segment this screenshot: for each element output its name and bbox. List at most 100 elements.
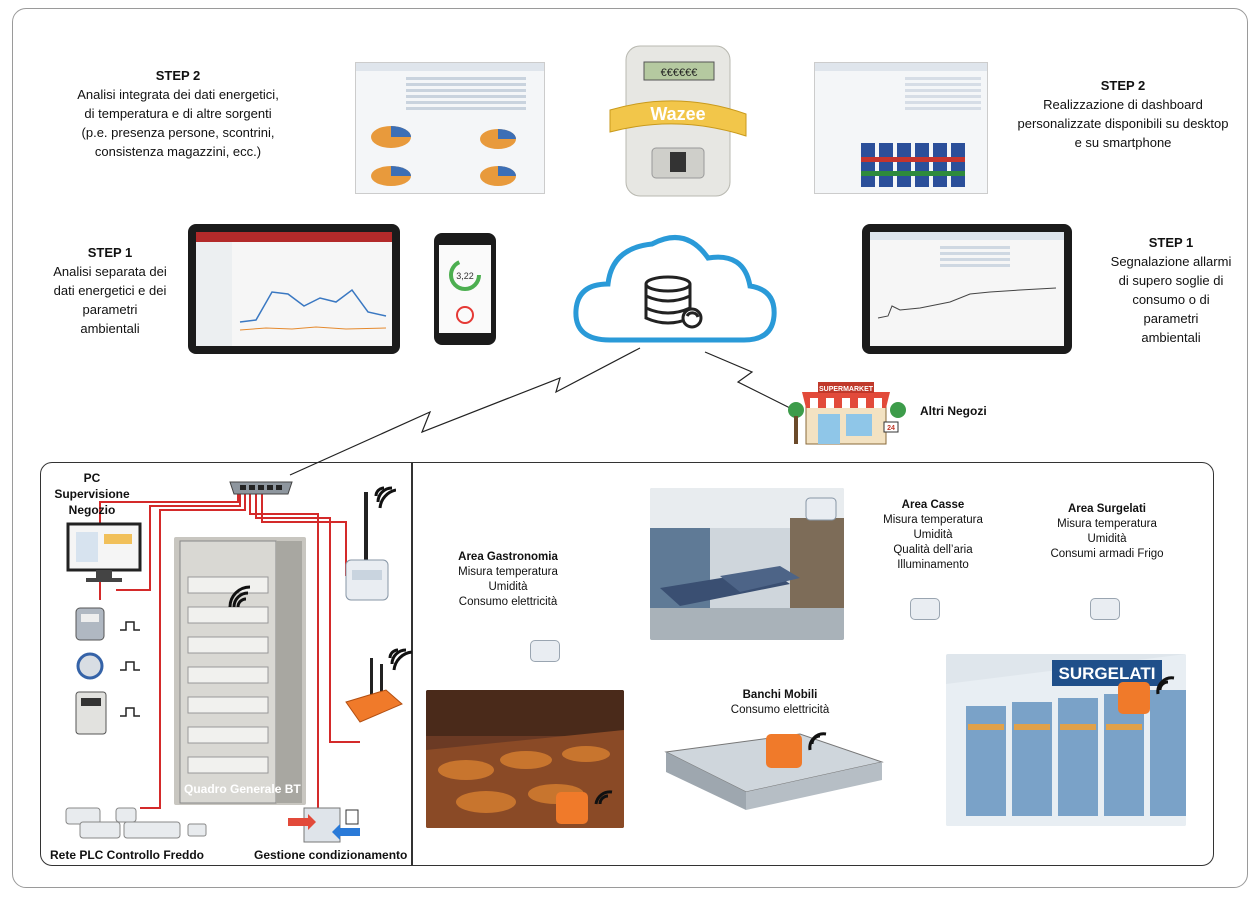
surgelati-wifi-icon bbox=[1156, 676, 1175, 695]
step1-left-title: STEP 1 bbox=[87, 245, 133, 260]
dashboard-tiles bbox=[861, 143, 965, 187]
casse-photo bbox=[650, 488, 844, 640]
area-line: Misura temperatura bbox=[883, 514, 983, 526]
step2-left-title: STEP 2 bbox=[155, 68, 201, 83]
plc-devices bbox=[62, 802, 222, 842]
water-meter-icon bbox=[76, 652, 104, 680]
area-line: Consumo elettricità bbox=[458, 596, 558, 608]
smartphone: 3,22 bbox=[434, 233, 496, 345]
step2-right-line: personalizzate disponibili su desktop bbox=[1017, 116, 1229, 131]
step2-right-line: e su smartphone bbox=[1074, 135, 1172, 150]
rete-plc-label: Rete PLC Controllo Freddo bbox=[50, 848, 204, 862]
gateway-wifi-icon bbox=[388, 648, 413, 671]
quadro-label: Quadro Generale BT bbox=[184, 782, 301, 796]
step2-left-line: di temperatura e di altre sorgenti bbox=[84, 106, 272, 121]
pc-label-line: PC bbox=[83, 471, 101, 485]
step2-left-line: consistenza magazzini, ecc.) bbox=[94, 144, 262, 159]
outer-frame bbox=[12, 8, 1248, 888]
monitor-right-screen bbox=[870, 232, 1064, 346]
electric-meter-icon bbox=[75, 691, 107, 735]
network-switch bbox=[226, 476, 296, 496]
store-to-cloud-link bbox=[289, 347, 641, 476]
tablet-left bbox=[188, 224, 400, 354]
area-line: Qualità dell’aria bbox=[893, 544, 973, 556]
pc-label-line: Negozio bbox=[68, 503, 116, 517]
step2-left-text: STEP 2 Analisi integrata dei dati energe… bbox=[28, 66, 328, 161]
area-casse-text: Area Casse Misura temperatura Umidità Qu… bbox=[866, 498, 1000, 573]
area-line: Illuminamento bbox=[897, 559, 969, 571]
pc-supervision-label: PC Supervisione Negozio bbox=[52, 470, 132, 518]
gas-meter-icon bbox=[75, 607, 105, 641]
cabinet-wifi-icon bbox=[228, 585, 251, 608]
step2-left-line: Analisi integrata dei dati energetici, bbox=[77, 87, 279, 102]
meter-brand: Wazee bbox=[650, 104, 705, 124]
step1-right-line: ambientali bbox=[1141, 330, 1201, 345]
step2-right-line: Realizzazione di dashboard bbox=[1043, 97, 1203, 112]
tablet-left-screen bbox=[196, 232, 392, 346]
supermarket-icon: SUPERMARKET 24 bbox=[788, 378, 908, 448]
smart-meter-image: €€€€€€ Wazee bbox=[604, 40, 752, 198]
area-surgelati-title: Area Surgelati bbox=[1068, 503, 1146, 515]
surgelati-sign: SURGELATI bbox=[1059, 664, 1156, 683]
step2-left-line: (p.e. presenza persone, scontrini, bbox=[81, 125, 275, 140]
smartphone-screen: 3,22 bbox=[439, 245, 491, 333]
casse-sensor bbox=[910, 598, 940, 620]
hvac-unit-icon bbox=[286, 804, 362, 846]
monitor-right bbox=[862, 224, 1072, 354]
surgelati-photo: SURGELATI bbox=[946, 654, 1186, 826]
other-shops-label: Altri Negozi bbox=[920, 404, 987, 418]
step1-left-line: ambientali bbox=[80, 321, 140, 336]
database-icon bbox=[644, 275, 703, 329]
pc-label-line: Supervisione bbox=[54, 487, 130, 501]
step1-right-title: STEP 1 bbox=[1148, 235, 1194, 250]
pc-monitor bbox=[66, 522, 142, 584]
step1-right-text: STEP 1 Segnalazione allarmi di supero so… bbox=[1098, 233, 1244, 347]
step1-right-line: parametri bbox=[1143, 311, 1199, 326]
step1-right-line: di supero soglie di bbox=[1118, 273, 1224, 288]
area-line: Umidità bbox=[488, 581, 528, 593]
pulse-meters bbox=[70, 604, 150, 738]
step1-right-line: Segnalazione allarmi bbox=[1110, 254, 1232, 269]
step2-right-text: STEP 2 Realizzazione di dashboard person… bbox=[1010, 76, 1236, 152]
dashboard-screenshot bbox=[814, 62, 988, 194]
area-line: Consumo elettricità bbox=[730, 704, 830, 716]
banchi-mobili-text: Banchi Mobili Consumo elettricità bbox=[700, 688, 860, 718]
gastronomia-photo bbox=[426, 690, 624, 828]
datalogger-wifi-icon bbox=[374, 486, 397, 509]
orange-gateway bbox=[340, 638, 414, 728]
cloud-to-shops-link bbox=[704, 351, 791, 409]
step1-left-line: Analisi separata dei bbox=[53, 264, 167, 279]
electrical-cabinet-photo bbox=[174, 537, 306, 805]
surgelati-sensor bbox=[1090, 598, 1120, 620]
area-line: Umidità bbox=[913, 529, 953, 541]
supermarket-badge: 24 bbox=[887, 425, 895, 432]
phone-gauge-value: 3,22 bbox=[456, 271, 474, 281]
area-surgelati-text: Area Surgelati Misura temperatura Umidit… bbox=[1032, 502, 1182, 562]
area-gastronomia-title: Area Gastronomia bbox=[458, 551, 558, 563]
banchi-mobili-title: Banchi Mobili bbox=[742, 689, 818, 701]
step1-right-line: consumo o di bbox=[1132, 292, 1210, 307]
gastronomia-wifi-icon bbox=[594, 790, 613, 805]
pulse-icons bbox=[120, 621, 140, 717]
step1-left-text: STEP 1 Analisi separata dei dati energet… bbox=[40, 243, 180, 338]
store-divider bbox=[411, 463, 413, 865]
cloud-database bbox=[568, 222, 782, 350]
area-gastronomia-text: Area Gastronomia Misura temperatura Umid… bbox=[430, 550, 586, 610]
pie-charts bbox=[371, 126, 516, 186]
store-frame bbox=[40, 462, 1214, 866]
area-line: Consumi armadi Frigo bbox=[1050, 548, 1164, 560]
banchi-wifi-icon bbox=[808, 732, 827, 751]
banchi-mobili-photo bbox=[660, 722, 886, 812]
area-line: Misura temperatura bbox=[1057, 518, 1157, 530]
step2-right-title: STEP 2 bbox=[1100, 78, 1146, 93]
step1-left-line: parametri bbox=[82, 302, 138, 317]
supermarket-sign: SUPERMARKET bbox=[819, 386, 874, 393]
report-screenshot bbox=[355, 62, 545, 194]
area-line: Misura temperatura bbox=[458, 566, 558, 578]
area-casse-title: Area Casse bbox=[901, 499, 965, 511]
gastronomia-sensor bbox=[530, 640, 560, 662]
step1-left-line: dati energetici e dei bbox=[53, 283, 167, 298]
area-line: Umidità bbox=[1087, 533, 1127, 545]
